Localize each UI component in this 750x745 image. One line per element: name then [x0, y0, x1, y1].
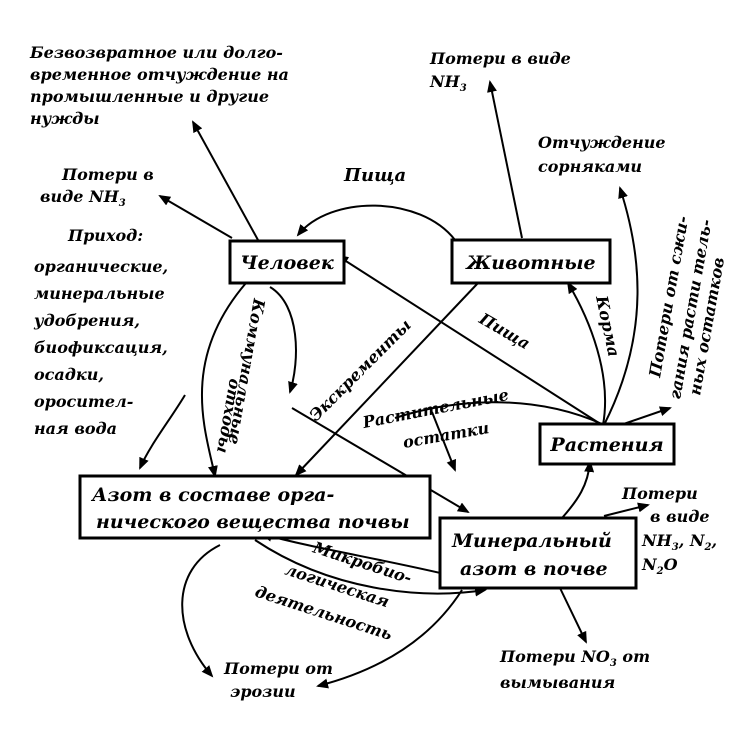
label-prikhod-line2: органические, [34, 257, 168, 276]
label-poteri-nh3-n2-line2: в виде [650, 507, 710, 526]
label-poteri-n2o-sub: 2 [656, 566, 664, 577]
label-bezvozvratnoe-line1: Безвозвратное или долго- [29, 43, 283, 62]
arrow-human-loop [269, 286, 298, 394]
label-prikhod-line7: оросител- [34, 392, 133, 411]
label-poteri-no3: Потери NO3 от вымывания [499, 647, 650, 692]
label-prikhod-line4: удобрения, [33, 311, 140, 330]
arrow-plant-residues-down [431, 411, 456, 472]
label-otchuzhdenie-line2: сорняками [538, 157, 642, 176]
label-prikhod-line1: Приход: [67, 226, 143, 245]
node-chelovek: Человек [228, 239, 346, 285]
arrow-plants-to-human [336, 254, 603, 426]
label-poteri-erozii-line2: эрозии [230, 682, 296, 701]
label-poteri-nh3-left-nh: виде NH [40, 187, 120, 206]
arrow-plant-residues [394, 401, 603, 425]
label-poteri-nh3-left-sub: 3 [119, 198, 126, 209]
arrow-waste-to-mineral [291, 407, 470, 514]
label-poteri-nh3-n2-sub2: 2 [703, 542, 711, 553]
label-poteri-nh3-n2-line3: NH3, N2, [641, 531, 717, 553]
label-bezvozvratnoe-line3: промышленные и другие [30, 87, 269, 106]
label-pishcha-diag: Пища [475, 309, 533, 354]
label-poteri-no3-text: Потери NO [499, 647, 610, 666]
arrow-excrements [294, 282, 479, 477]
node-rasteniya: Растения [538, 422, 676, 466]
node-label-azot-organic-line2: нического вещества почвы [96, 511, 410, 533]
node-azot-organic: Азот в составе орга- нического вещества … [78, 474, 432, 540]
label-poteri-nh3-n2-comma: , [710, 531, 717, 550]
arrow-inputs-to-organic [139, 394, 186, 470]
label-bezvozvratnoe: Безвозвратное или долго- временное отчуж… [29, 43, 289, 128]
label-poteri-nh3-n2-line1: Потери [621, 484, 698, 503]
node-box-mineral-azot [438, 516, 638, 590]
label-bezvozvratnoe-line4: нужды [30, 109, 100, 128]
arrow-animals-to-nh3-loss [487, 80, 523, 239]
label-poteri-nh3-top-line1: Потери в виде [429, 49, 571, 68]
arrow-pishcha-animals-to-human [296, 204, 456, 241]
label-poteri-nh3-left-line2: виде NH3 [40, 187, 126, 209]
node-label-mineral-line2: азот в почве [460, 558, 608, 580]
label-poteri-no3-sub: 3 [610, 658, 617, 669]
arrow-mineral-to-erosion [316, 589, 463, 689]
label-poteri-no3-ot: от [617, 647, 650, 666]
label-poteri-nh3-n2-sub3: 3 [672, 542, 679, 553]
label-poteri-n2o-o: O [664, 555, 678, 574]
node-mineral-azot: Минеральный азот в почве [438, 516, 638, 590]
node-box-zhivotnye [450, 238, 612, 285]
label-otchuzhdenie: Отчуждение сорняками [538, 133, 666, 176]
node-box-azot-organic [78, 474, 432, 540]
label-poteri-nh3-left: Потери в виде NH3 [40, 165, 154, 209]
arrow-communal-waste [200, 282, 247, 478]
label-pishcha-top: Пища [343, 165, 406, 186]
label-poteri-erozii: Потери от эрозии [223, 659, 333, 701]
arrow-human-to-nh3-loss [158, 194, 233, 239]
arrow-mineral-to-gas-loss [603, 502, 650, 517]
arrow-human-to-otchuzhdenie [192, 120, 259, 241]
label-prikhod-line8: ная вода [34, 419, 117, 438]
label-prikhod-line6: осадки, [34, 365, 104, 384]
arrow-mineral-to-leaching [559, 587, 587, 644]
label-poteri-nh3-n2-n: , N [678, 531, 706, 550]
node-label-zhivotnye: Животные [464, 252, 595, 274]
label-poteri-no3-line2: вымывания [500, 673, 615, 692]
label-poteri-nh3-left-line1: Потери в [61, 165, 154, 184]
arrow-plants-to-weeds [603, 186, 639, 426]
node-label-rasteniya: Растения [549, 434, 663, 456]
label-poteri-erozii-line1: Потери от [223, 659, 333, 678]
node-box-chelovek [228, 239, 346, 285]
node-label-azot-organic-line1: Азот в составе орга- [90, 484, 334, 506]
node-label-chelovek: Человек [240, 252, 334, 274]
label-poteri-nh3-top-nh: NH [429, 72, 461, 91]
label-prikhod: Приход: органические, минеральные удобре… [33, 226, 168, 438]
label-poteri-no3-line1: Потери NO3 от [499, 647, 650, 669]
arrow-korma-plants-to-animals [566, 281, 607, 426]
label-prikhod-line3: минеральные [34, 284, 165, 303]
label-poteri-n2o-n: N [641, 555, 658, 574]
label-poteri-nh3-n2-nh: NH [641, 531, 673, 550]
label-poteri-nh3-n2-line4: N2O [641, 555, 678, 577]
arrow-mineral-to-plants [561, 460, 595, 519]
label-poteri-nh3-top: Потери в виде NH3 [429, 49, 571, 94]
flow-arrows [139, 80, 672, 689]
label-poteri-nh3-top-sub: 3 [460, 83, 467, 94]
node-label-mineral-line1: Минеральный [451, 530, 612, 552]
label-otchuzhdenie-line1: Отчуждение [538, 133, 666, 152]
label-poteri-sgoraniya: Потери от сжи- гания расти тель- ных ост… [645, 215, 728, 401]
arrow-organic-to-erosion [181, 544, 221, 678]
node-zhivotnye: Животные [450, 238, 612, 285]
node-box-rasteniya [538, 422, 676, 466]
label-poteri-nh3-top-line2: NH3 [429, 72, 467, 94]
label-bezvozvratnoe-line2: временное отчуждение на [30, 65, 289, 84]
label-poteri-nh3-n2: Потери в виде NH3, N2, N2O [621, 484, 717, 577]
label-prikhod-line5: биофиксация, [34, 338, 168, 357]
